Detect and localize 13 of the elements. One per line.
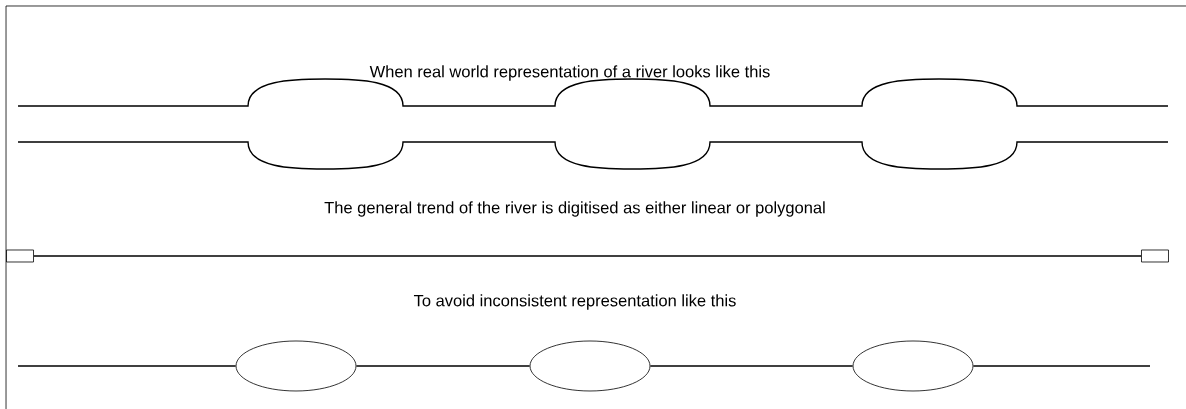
caption-text: When real world representation of a river looks like this [369, 65, 770, 81]
connector-line [33, 255, 1142, 257]
caption-text: To avoid inconsistent representation like this [413, 294, 736, 310]
connector-line [355, 365, 531, 367]
connector-line [17, 365, 237, 367]
caption-text: The general trend of the river is digitised as either linear or polygonal [324, 201, 825, 217]
end-box [1141, 249, 1169, 263]
ellipse-shape [529, 340, 651, 392]
end-box [6, 249, 34, 263]
connector-line [649, 365, 854, 367]
ellipse-shape [852, 340, 974, 392]
connector-line [972, 365, 1151, 367]
ellipse-shape [235, 340, 357, 392]
